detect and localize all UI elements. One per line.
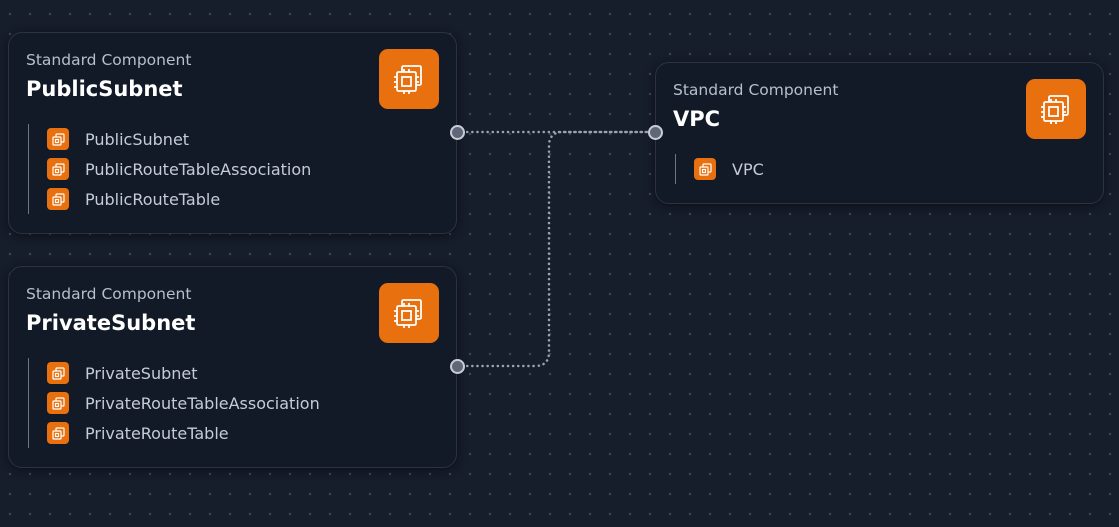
resource-label: PublicRouteTableAssociation [85, 159, 312, 179]
resource-icon [47, 128, 69, 150]
node-public-subnet[interactable]: Standard Component PublicSubnet Publi [8, 32, 457, 234]
cpu-chip-icon [1026, 79, 1086, 139]
cpu-chip-icon [379, 49, 439, 109]
private-subnet-output-handle[interactable] [449, 358, 465, 374]
list-item[interactable]: PublicRouteTable [47, 184, 311, 214]
resource-list: PrivateSubnet PrivateRouteTableAssociati… [28, 358, 320, 448]
edge-private-subnet-to-vpc[interactable] [455, 130, 657, 368]
list-item[interactable]: PrivateRouteTable [47, 418, 320, 448]
list-item[interactable]: PrivateRouteTableAssociation [47, 388, 320, 418]
node-title: PublicSubnet [26, 77, 183, 101]
node-private-subnet[interactable]: Standard Component PrivateSubnet Priv [8, 266, 457, 468]
cpu-chip-icon [379, 283, 439, 343]
list-item[interactable]: VPC [694, 154, 764, 184]
resource-label: PrivateRouteTable [85, 423, 229, 443]
resource-icon [47, 362, 69, 384]
resource-label: PrivateRouteTableAssociation [85, 393, 320, 413]
node-kind-label: Standard Component [26, 285, 192, 303]
resource-label: PrivateSubnet [85, 363, 198, 383]
resource-list: VPC [675, 154, 764, 184]
resource-icon [47, 392, 69, 414]
public-subnet-output-handle[interactable] [449, 124, 465, 140]
resource-label: PublicRouteTable [85, 189, 221, 209]
list-item[interactable]: PublicRouteTableAssociation [47, 154, 311, 184]
node-kind-label: Standard Component [26, 51, 192, 69]
list-item[interactable]: PrivateSubnet [47, 358, 320, 388]
resource-list: PublicSubnet PublicRouteTableAssociation [28, 124, 311, 214]
resource-icon [47, 422, 69, 444]
node-title: VPC [673, 107, 721, 131]
resource-label: PublicSubnet [85, 129, 190, 149]
node-vpc[interactable]: Standard Component VPC VPC [655, 62, 1104, 204]
resource-icon [694, 158, 716, 180]
node-kind-label: Standard Component [673, 81, 839, 99]
node-title: PrivateSubnet [26, 311, 196, 335]
resource-label: VPC [732, 159, 764, 179]
resource-icon [47, 188, 69, 210]
list-item[interactable]: PublicSubnet [47, 124, 311, 154]
vpc-input-handle[interactable] [647, 124, 663, 140]
resource-icon [47, 158, 69, 180]
